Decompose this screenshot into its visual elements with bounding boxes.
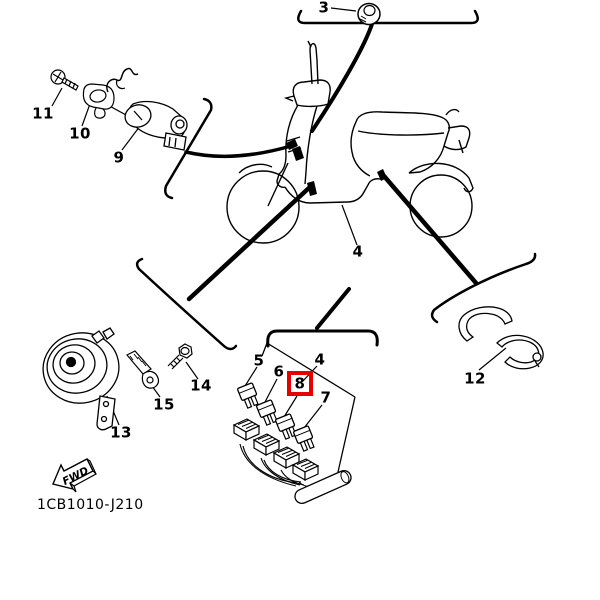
part-label-11[interactable]: 11 bbox=[32, 104, 54, 123]
highlight-box bbox=[287, 371, 313, 396]
part-label-13[interactable]: 13 bbox=[110, 423, 132, 442]
part-15-horn-bracket bbox=[126, 350, 160, 389]
part-label-6[interactable]: 6 bbox=[273, 362, 285, 381]
part-label-12[interactable]: 12 bbox=[464, 369, 486, 388]
part-label-8[interactable]: 8 bbox=[294, 374, 306, 393]
part-label-5[interactable]: 5 bbox=[253, 351, 265, 370]
scooter-drawing bbox=[226, 40, 474, 244]
part-14-bolt bbox=[167, 343, 193, 370]
part-10-bracket bbox=[82, 67, 139, 119]
part-12-clamp bbox=[458, 306, 544, 370]
part-label-3[interactable]: 3 bbox=[318, 0, 330, 17]
part-label-4-fuse[interactable]: 4 bbox=[314, 350, 326, 369]
fwd-arrow-icon: FWD bbox=[52, 458, 97, 493]
part-label-4[interactable]: 4 bbox=[352, 242, 364, 261]
harness-wires bbox=[239, 443, 313, 487]
harness-tube bbox=[294, 469, 352, 505]
part-label-7[interactable]: 7 bbox=[320, 388, 332, 407]
part-label-9[interactable]: 9 bbox=[113, 148, 125, 167]
harness-markers bbox=[286, 139, 387, 196]
part-11-screw bbox=[50, 69, 79, 91]
callout-lines bbox=[135, 9, 537, 351]
part-label-14[interactable]: 14 bbox=[190, 376, 212, 395]
fuse-panel-group bbox=[233, 342, 356, 505]
part-label-10[interactable]: 10 bbox=[69, 124, 91, 143]
part-3-grommet bbox=[357, 2, 381, 26]
part-label-15[interactable]: 15 bbox=[153, 395, 175, 414]
part-13-horn bbox=[42, 327, 120, 431]
fiche-code: 1CB1010-J210 bbox=[37, 497, 144, 513]
part-9-main-switch bbox=[124, 100, 188, 151]
